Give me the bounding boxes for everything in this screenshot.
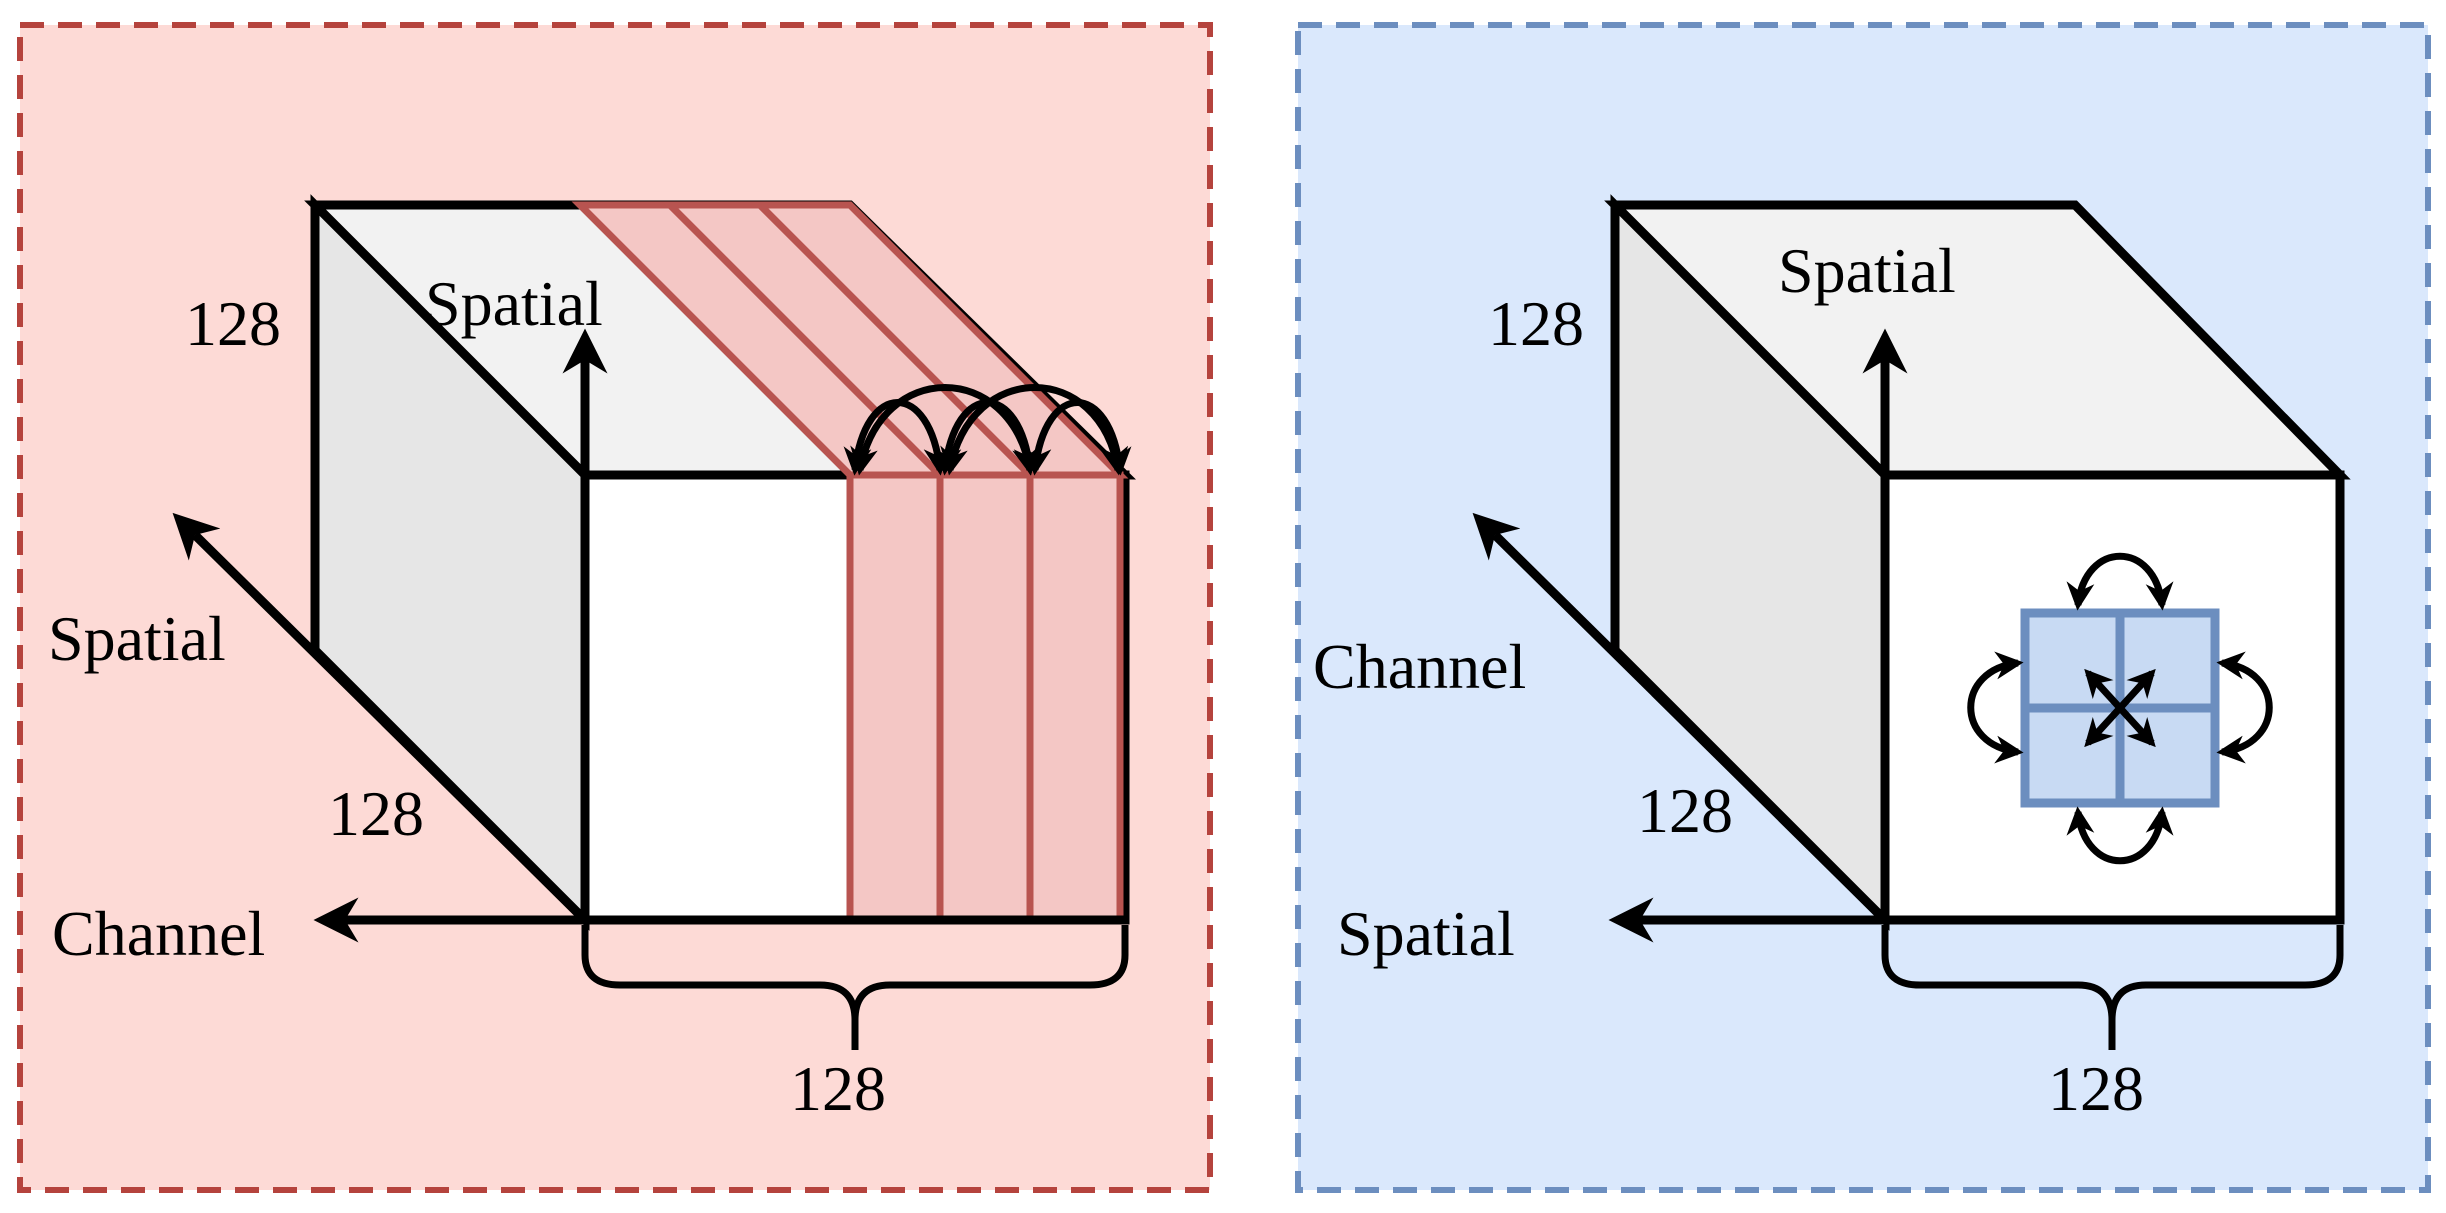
right-brace-label: 128 <box>2048 1053 2144 1124</box>
left-up-axis-label: Spatial <box>425 268 603 339</box>
left-diag-arrow <box>172 512 589 924</box>
front-stripe-1 <box>846 471 944 924</box>
front-stripe-3 <box>1026 471 1124 924</box>
left-brace <box>581 925 1129 1050</box>
right-diag-axis-label: Channel <box>1313 631 1526 702</box>
left-channel-axis-label: Channel <box>52 898 265 969</box>
left-diag-axis-label: Spatial <box>48 603 226 674</box>
left-attention-arcs <box>843 384 1132 476</box>
left-brace-label: 128 <box>790 1053 886 1124</box>
arc-right <box>2216 651 2273 764</box>
left-depth-label: 128 <box>185 288 281 359</box>
diag-cross-2 <box>2084 668 2156 748</box>
left-diag-size-label: 128 <box>328 778 424 849</box>
arc-bottom <box>2066 806 2174 865</box>
right-attention-arcs <box>1967 552 2273 865</box>
front-stripe-2 <box>936 471 1034 924</box>
left-panel: 128 Spatial Spatial 128 Channel 128 <box>17 22 1213 1193</box>
right-brace <box>1881 925 2344 1050</box>
right-diag-size-label: 128 <box>1637 775 1733 846</box>
arc-1-3 <box>850 384 1040 476</box>
left-front-stripes <box>846 471 1124 924</box>
right-panel: 128 Spatial Channel 128 Spatial 128 <box>1295 22 2431 1193</box>
right-diag-arrow <box>1472 512 1889 924</box>
left-axes <box>172 328 608 943</box>
right-up-axis-label: Spatial <box>1778 235 1956 306</box>
arc-left <box>1967 651 2024 764</box>
right-depth-label: 128 <box>1488 288 1584 359</box>
right-spatial-axis-label: Spatial <box>1337 898 1515 969</box>
right-axes <box>1472 328 1908 943</box>
arc-2-4 <box>940 384 1129 476</box>
arc-top <box>2066 552 2174 611</box>
